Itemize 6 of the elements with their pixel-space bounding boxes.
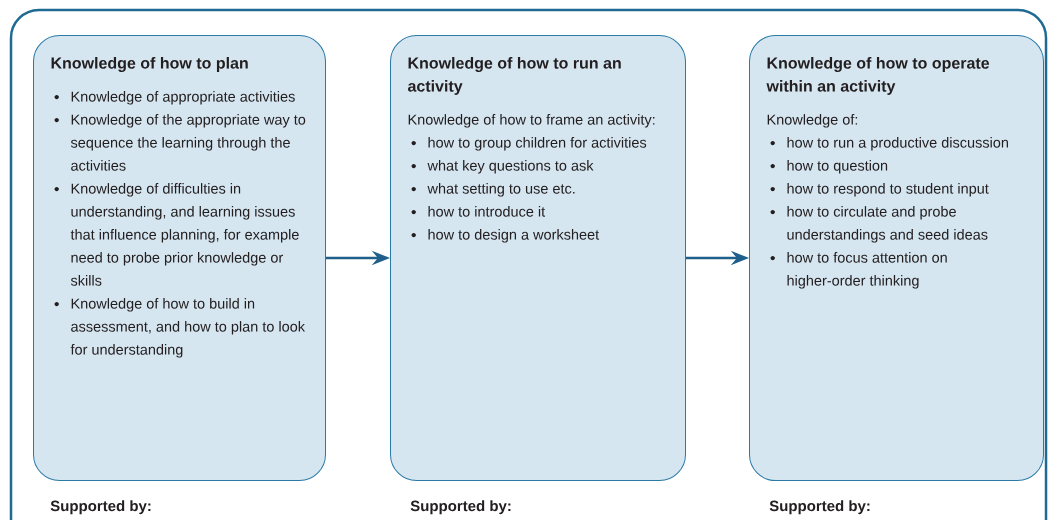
knowledge-box: Knowledge of how to plan Knowledge of appropriate activities Knowledge of the appropriate way to sequence the learning through the activities Knowledge of difficulties in understanding, and learning issues that influence planning, for example need to probe prior knowledge or skills Knowledge of how to build in assessment, and how to plan to look for understanding — [33, 35, 326, 481]
knowledge-box: Knowledge of how to run an activity Knowledge of how to frame an activity: how to group children for activities what key questions to ask what setting to use etc. how to introduce it how to design a worksheet — [390, 35, 686, 481]
section-heading: Supported by: — [769, 500, 870, 515]
knowledge-box: Knowledge of how to operate within an activity Knowledge of: how to run a productive discussion how to question how to respond to student input how to circulate and probe understandings and seed ideas how to focus attention on higher-order thinking — [749, 35, 1044, 481]
section-heading: Supported by: — [410, 500, 511, 515]
section-heading: Supported by: — [50, 500, 151, 515]
